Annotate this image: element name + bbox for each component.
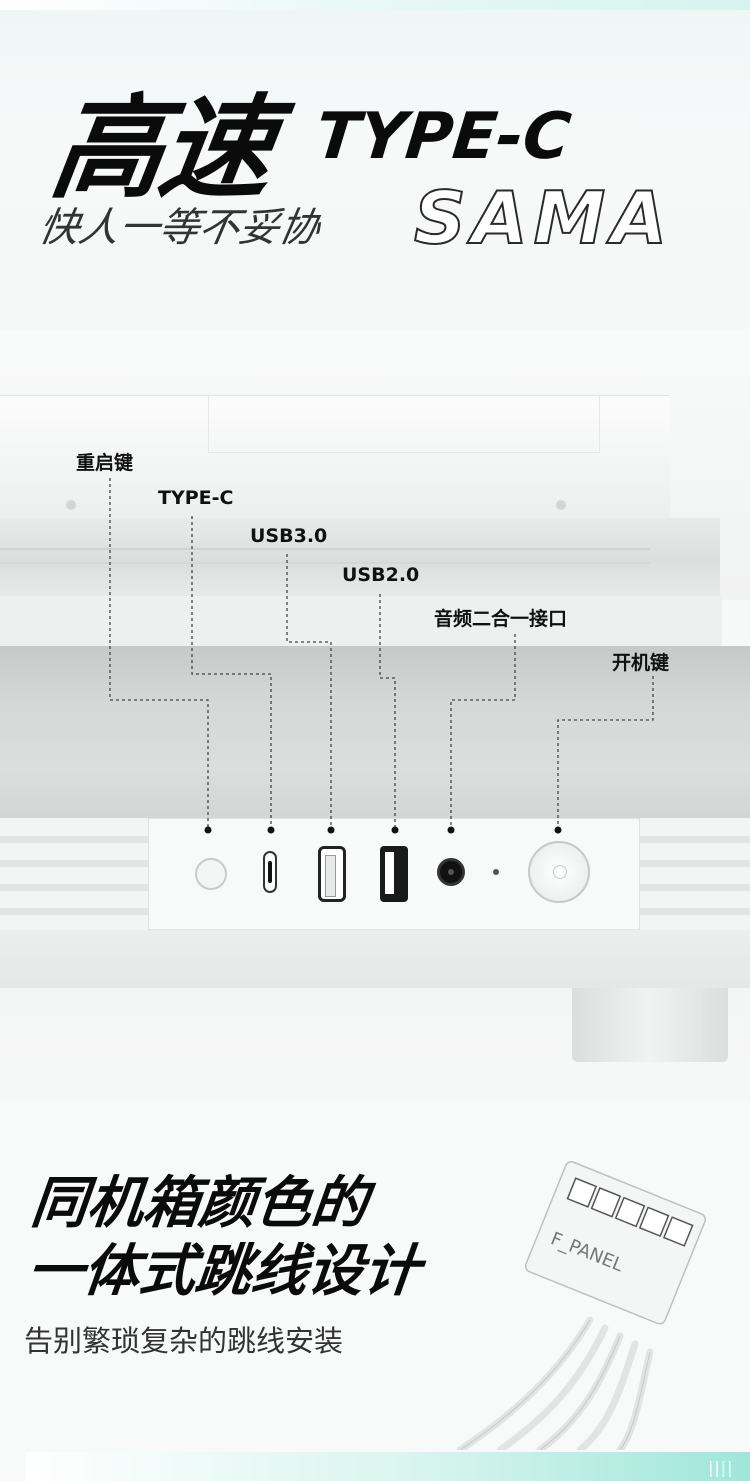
reset-button[interactable] (195, 858, 227, 890)
top-accent-stripe (0, 0, 750, 10)
label-audio: 音频二合一接口 (434, 608, 568, 630)
audio-jack[interactable] (437, 858, 465, 886)
case-glass-panel (0, 395, 670, 526)
brand-logo-text: SAMA (414, 183, 673, 253)
brand-logo: SAMA (413, 183, 673, 253)
bottom-bar-marks: |||| (708, 1458, 734, 1477)
typec-port[interactable] (263, 851, 277, 893)
label-power: 开机键 (612, 652, 670, 674)
label-usb2: USB2.0 (342, 564, 420, 586)
f-panel-connector-image: F_PANEL (456, 1161, 707, 1450)
callout-lines (109, 478, 654, 834)
case-ledge (0, 596, 722, 646)
usb3-port[interactable] (318, 846, 346, 902)
header-background (0, 0, 750, 330)
case-shadow-band (0, 646, 750, 821)
label-reset: 重启键 (76, 452, 134, 474)
label-typec: TYPE-C (158, 487, 234, 509)
callout-line-audio (450, 634, 516, 828)
power-led-indicator (493, 869, 499, 875)
callout-line-usb3 (286, 554, 332, 828)
feature-subtitle: 告别繁琐复杂的跳线安装 (24, 1324, 344, 1358)
power-button[interactable] (528, 841, 590, 903)
label-usb3: USB3.0 (250, 525, 328, 547)
callout-line-usb2 (379, 594, 396, 828)
callout-line-power (557, 676, 654, 828)
power-icon (553, 865, 567, 879)
callout-line-reset (109, 478, 209, 828)
callout-line-typec (191, 516, 272, 828)
case-bottom-strip (0, 930, 750, 988)
feature-title-line2: 一体式跳线设计 (24, 1239, 423, 1304)
bottom-accent-bar (26, 1452, 750, 1481)
case-top-rail (0, 518, 720, 596)
usb2-port[interactable] (380, 846, 408, 902)
case-foot (572, 988, 728, 1062)
